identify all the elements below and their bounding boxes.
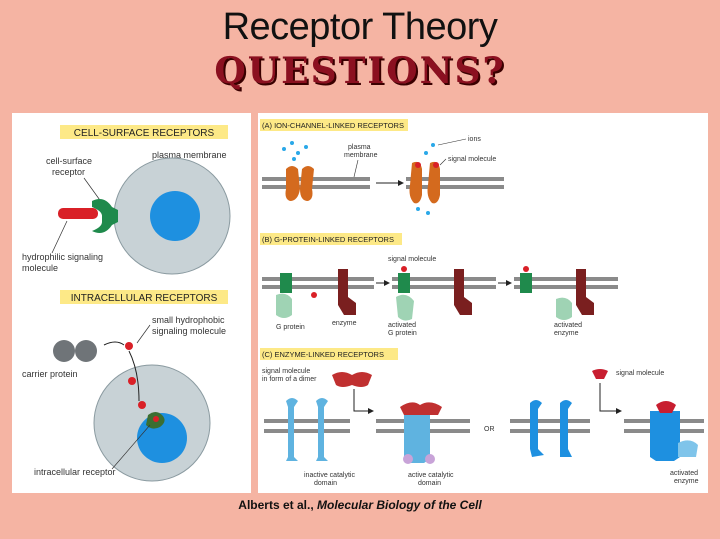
activated-enzyme-c (678, 440, 698, 457)
hydrophobic-signal-molecule (125, 342, 133, 350)
g-enzyme-2 (454, 269, 472, 315)
signal-molecule-c (592, 369, 608, 379)
caption-authors: Alberts et al., (238, 498, 314, 512)
intracellular-header-box (60, 290, 228, 304)
g-membrane-3-bottom (514, 285, 618, 289)
cell-surface-receptor-label-2: receptor (52, 167, 85, 177)
ion-header-box (260, 119, 408, 131)
plasma-membrane-label: plasma membrane (152, 150, 227, 160)
inactive-domain-label-2: domain (314, 480, 337, 487)
g-receptor-3 (520, 273, 532, 293)
g-header-box (260, 233, 402, 245)
ion-membrane-right-bottom (406, 185, 504, 189)
caption-book: Molecular Biology of the Cell (317, 498, 482, 512)
ion-plasma-membrane-label-1: plasma (348, 144, 371, 151)
right-panel: (A) ION-CHANNEL-LINKED RECEPTORS plasma … (258, 113, 708, 493)
active-domain-label-2: domain (418, 480, 441, 487)
page-subtitle: QUESTIONS? (214, 50, 506, 92)
signal-molecule-c-label: signal molecule (616, 370, 664, 377)
g-header: (B) G-PROTEIN-LINKED RECEPTORS (262, 235, 394, 244)
ion-plasma-membrane-label-2: membrane (344, 152, 378, 159)
activated-enzyme-c-label-1: activated (670, 470, 698, 477)
right-diagram: (A) ION-CHANNEL-LINKED RECEPTORS plasma … (260, 119, 704, 487)
hydrophilic-label-1: hydrophilic signaling (22, 252, 103, 262)
bound-signal-c (656, 401, 676, 413)
cell-surface-receptor (92, 199, 118, 233)
active-receptor-pair (404, 409, 430, 463)
inactive-receptor-left (286, 398, 298, 461)
inactive-receptor-right (316, 398, 328, 461)
carrier-protein-label: carrier protein (22, 369, 78, 379)
cell-surface-receptor-label-1: cell-surface (46, 156, 92, 166)
hydrophilic-signal-molecule (58, 208, 98, 219)
small-hydrophobic-label-1: small hydrophobic (152, 315, 225, 325)
ions-label: ions (468, 136, 481, 143)
g-receptor-2 (398, 273, 410, 293)
or-label: OR (484, 426, 495, 433)
enzyme-membrane-1-top (264, 419, 350, 423)
bound-dimer (400, 402, 442, 415)
g-enzyme-3 (576, 269, 594, 315)
g-membrane-2-top (392, 277, 496, 281)
activated-enzyme-label-2: enzyme (554, 330, 579, 337)
ion-membrane-left-top (262, 177, 370, 181)
hydrophilic-label-2: molecule (22, 263, 58, 273)
activated-g-protein-1 (396, 294, 414, 321)
ion-membrane-right-top (406, 177, 504, 181)
cell-surface-header: CELL-SURFACE RECEPTORS (74, 128, 215, 139)
left-panel: CELL-SURFACE RECEPTORS cell-surface rece… (12, 113, 251, 493)
inactive-domain-label-1: inactive catalytic (304, 472, 355, 479)
cell-surface-nucleus (150, 191, 200, 241)
g-membrane-1-top (262, 277, 374, 281)
activated-g-protein-label-2: G protein (388, 330, 417, 337)
intracellular-header: INTRACELLULAR RECEPTORS (71, 293, 218, 304)
enzyme-membrane-3-top (510, 419, 590, 423)
g-membrane-2-bottom (392, 285, 496, 289)
g-signal-molecule-label: signal molecule (388, 256, 436, 263)
ion-header: (A) ION-CHANNEL-LINKED RECEPTORS (262, 121, 404, 130)
small-hydrophobic-label-2: signaling molecule (152, 326, 226, 336)
enzyme-membrane-1-bottom (264, 429, 350, 433)
intracellular-receptor-label: intracellular receptor (34, 467, 116, 477)
ion-channel-open (409, 161, 440, 204)
signal-dimer-label-2: in form of a dimer (262, 376, 317, 383)
ion-dots-left (282, 141, 308, 161)
carrier-protein-right (75, 340, 97, 362)
g-membrane-1-bottom (262, 285, 374, 289)
left-diagram: CELL-SURFACE RECEPTORS cell-surface rece… (22, 125, 231, 482)
carrier-protein-left (53, 340, 75, 362)
activated-enzyme-receptor (650, 411, 680, 461)
activated-enzyme-c-label-2: enzyme (674, 478, 699, 485)
signal-dimer-label-1: signal molecule (262, 368, 310, 375)
ion-channel-closed (285, 166, 314, 201)
enzyme-membrane-3-bottom (510, 429, 590, 433)
active-domain-label-1: active catalytic (408, 472, 454, 479)
activated-enzyme-label-1: activated (554, 322, 582, 329)
g-membrane-3-top (514, 277, 618, 281)
monomer-receptor-left (530, 400, 544, 457)
source-caption: Alberts et al., Molecular Biology of the… (0, 498, 720, 512)
monomer-receptor-right (560, 400, 572, 457)
cell-surface-header-box (60, 125, 228, 139)
ion-membrane-left-bottom (262, 185, 370, 189)
activated-g-protein-2 (556, 297, 572, 320)
g-enzyme-1 (338, 269, 356, 315)
enzyme-label-1: enzyme (332, 320, 357, 327)
enzyme-header-box (260, 348, 398, 360)
ion-signal-molecule-label: signal molecule (448, 156, 496, 163)
page-title: Receptor Theory (222, 6, 498, 48)
signal-dimer (332, 372, 372, 387)
g-protein-label: G protein (276, 324, 305, 331)
g-protein-1 (276, 293, 292, 318)
enzyme-header: (C) ENZYME-LINKED RECEPTORS (262, 350, 384, 359)
g-receptor-1 (280, 273, 292, 293)
activated-g-protein-label-1: activated (388, 322, 416, 329)
